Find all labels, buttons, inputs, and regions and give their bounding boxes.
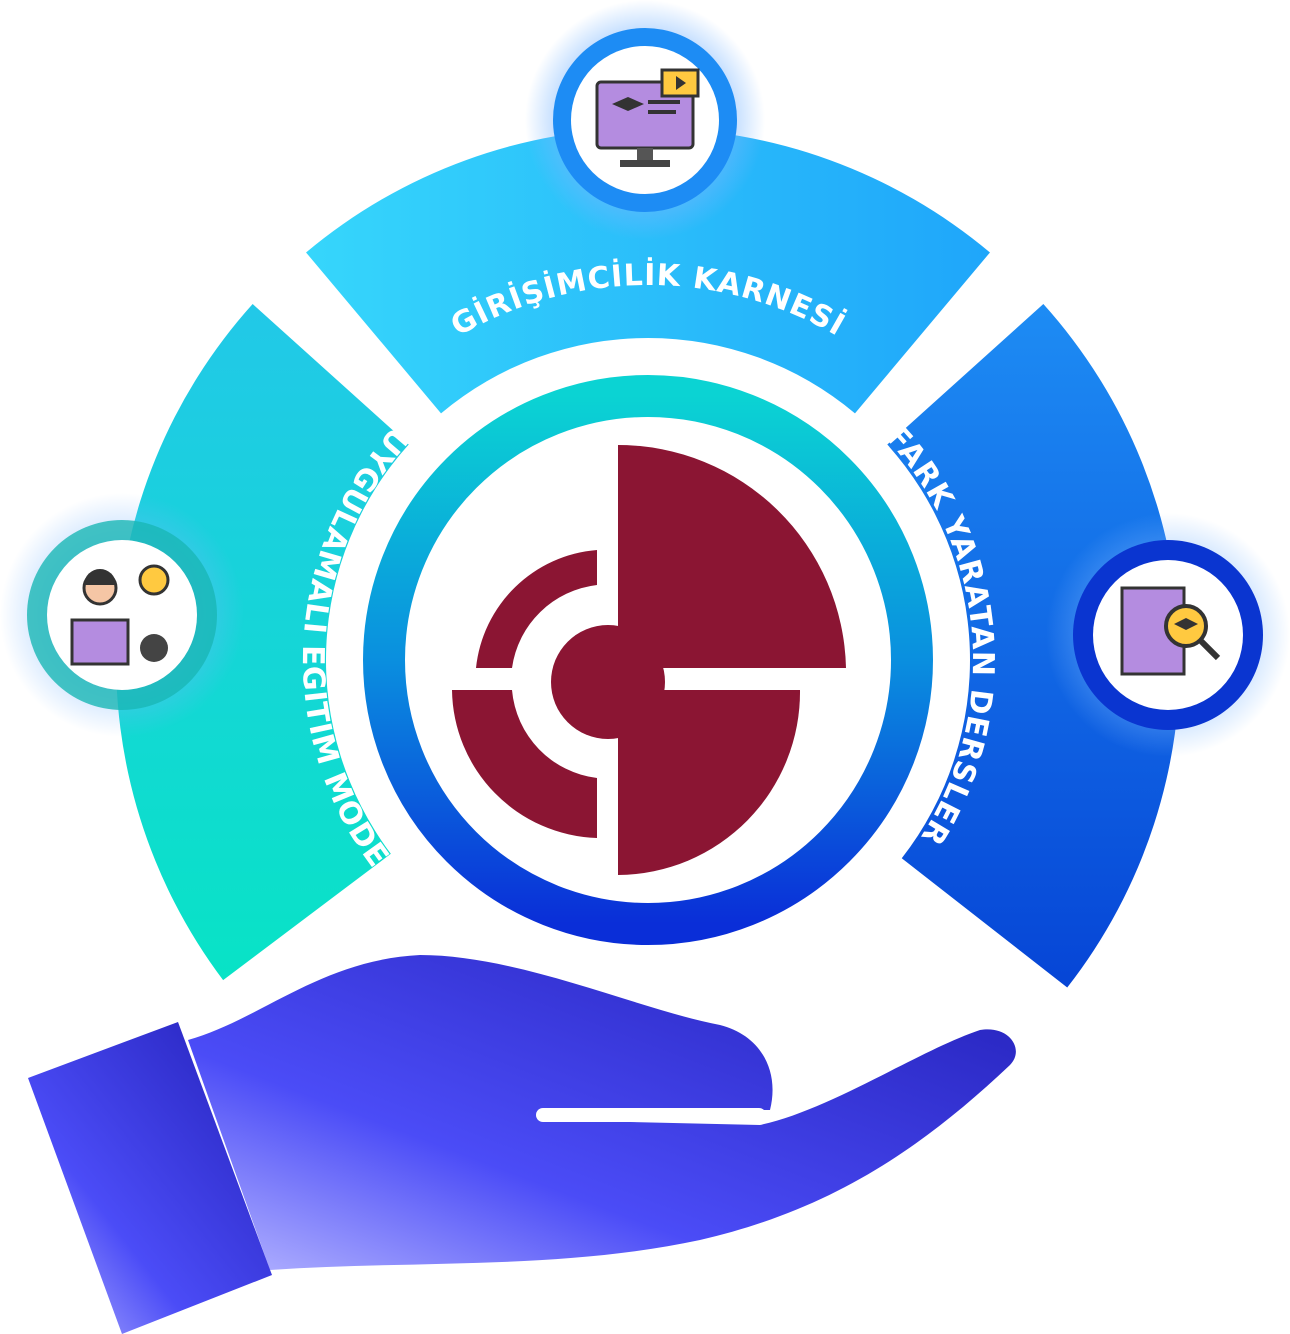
hand-illustration xyxy=(28,955,1016,1334)
ring-segments xyxy=(116,127,1180,988)
segment-left xyxy=(116,304,409,981)
logo xyxy=(452,445,846,875)
center-ring xyxy=(363,375,933,945)
segment-right xyxy=(887,304,1180,988)
segment-top xyxy=(306,127,990,414)
icon-bubble-left xyxy=(0,493,244,737)
online-education-monitor-icon xyxy=(595,68,700,167)
icon-bubble-top xyxy=(525,0,765,240)
book-search-icon xyxy=(1120,586,1221,676)
icon-bubble-right xyxy=(1046,513,1290,757)
student-reading-idea-icon xyxy=(70,564,170,666)
